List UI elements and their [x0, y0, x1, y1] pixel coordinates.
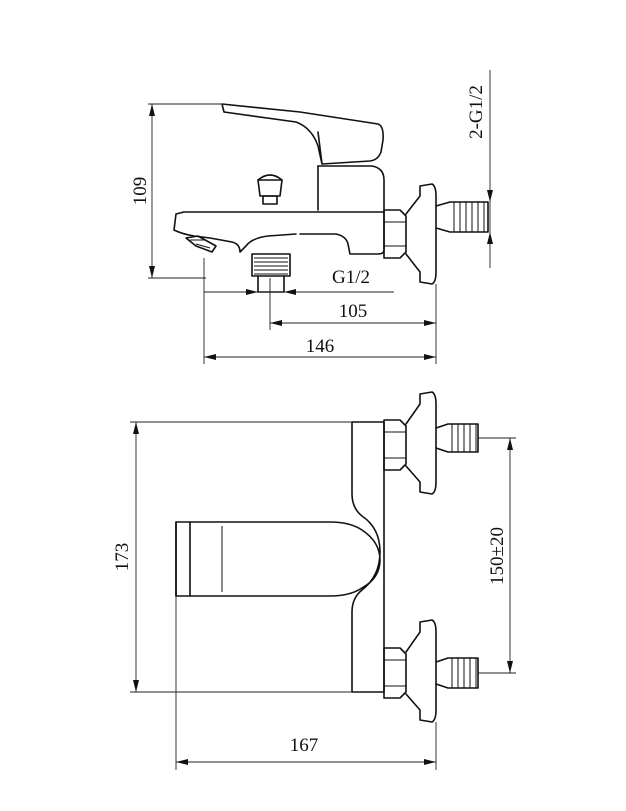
- inlet-thread: [435, 201, 489, 233]
- side-view: [173, 103, 489, 293]
- mixer-body: [299, 165, 385, 255]
- top-thread-lower: [435, 657, 479, 689]
- spout: [173, 211, 385, 253]
- dim-spout-to-wall-label: 105: [339, 301, 368, 322]
- top-view: [175, 391, 479, 723]
- dim-height-side-label: 109: [130, 177, 151, 206]
- top-flange-upper: [405, 391, 437, 495]
- dim-thread-outlet-label: G1/2: [332, 267, 370, 288]
- outlet-thread: [251, 253, 291, 277]
- wall-flange: [405, 183, 437, 285]
- dim-overall-width-label: 167: [290, 735, 319, 756]
- diverter-knob: [257, 174, 283, 197]
- dim-inlet-thread-label: 2-G1/2: [466, 85, 487, 139]
- top-nut-upper: [383, 419, 407, 471]
- top-nut-lower: [383, 647, 407, 699]
- top-lever: [175, 521, 381, 597]
- top-flange-lower: [405, 619, 437, 723]
- dim-overall-height-label: 173: [112, 543, 133, 572]
- side-view-dimensions: 109 G1/2 105 146 2-G1/2: [130, 70, 493, 364]
- top-view-dimensions: 173 150±20 167: [112, 421, 516, 770]
- hex-nut: [383, 209, 407, 259]
- dim-overall-depth-label: 146: [306, 336, 335, 357]
- top-thread-upper: [435, 423, 479, 453]
- lever-handle: [221, 103, 384, 165]
- dim-inlet-spacing-label: 150±20: [487, 527, 508, 585]
